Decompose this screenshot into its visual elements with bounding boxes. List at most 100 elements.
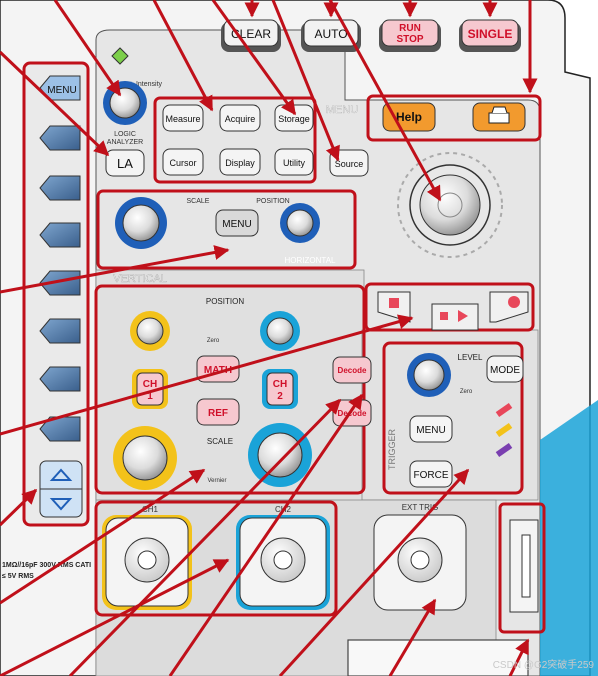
nav-play-pause-button[interactable] <box>431 303 479 331</box>
horizontal-section: SCALE POSITION MENU HORIZONTAL <box>96 189 357 270</box>
menu-caption: MENU <box>326 104 358 116</box>
horizontal-menu-button[interactable]: MENU <box>215 209 259 237</box>
auto-button[interactable]: AUTO <box>301 19 361 52</box>
softkey-group <box>39 125 81 442</box>
callout-arrow <box>53 0 122 97</box>
ch1-position-knob[interactable] <box>130 311 170 351</box>
vertical-title: VERTICAL <box>113 273 167 285</box>
utility-button[interactable]: Utility <box>274 148 314 176</box>
horizontal-menu-label: MENU <box>222 219 251 230</box>
chevron-down-icon[interactable] <box>49 498 73 511</box>
horizontal-position-label: POSITION <box>256 198 289 205</box>
callout-arrows <box>0 0 538 676</box>
horizontal-title: HORIZONTAL <box>285 256 337 265</box>
single-label: SINGLE <box>468 27 513 41</box>
trigger-force-button[interactable]: FORCE <box>409 460 453 488</box>
ch2-position-knob[interactable] <box>260 311 300 351</box>
measure-button[interactable]: Measure <box>162 104 204 132</box>
decode-1-button[interactable]: Decode <box>332 356 372 384</box>
horizontal-scale-knob[interactable] <box>115 197 167 249</box>
callout-arrow <box>0 468 206 605</box>
measure-label: Measure <box>165 114 200 124</box>
callout-arrow <box>211 0 297 116</box>
ch1-input-label: CH1 <box>142 505 159 514</box>
softkey-2[interactable] <box>39 175 81 201</box>
trigger-force-label: FORCE <box>414 470 449 481</box>
storage-label: Storage <box>278 114 310 124</box>
callout-arrow <box>328 0 442 202</box>
run-stop-label-2: STOP <box>396 34 423 45</box>
nav-forward-button[interactable] <box>489 291 529 323</box>
vernier-label: Vernier <box>207 478 226 484</box>
softkey-4[interactable] <box>39 270 81 296</box>
callout-arrow <box>271 0 340 162</box>
usb-host-port[interactable] <box>498 502 546 634</box>
help-print-group: Help <box>366 94 542 142</box>
softkey-1[interactable] <box>39 125 81 151</box>
menu-softkey-label: MENU <box>47 85 76 96</box>
callout-arrow <box>0 245 230 294</box>
cursor-button[interactable]: Cursor <box>162 148 204 176</box>
ch2-button[interactable]: CH 2 <box>262 369 298 409</box>
softkey-3[interactable] <box>39 222 81 248</box>
run-stop-button[interactable]: RUN STOP <box>379 19 441 52</box>
input-connectors: CH1 CH2 EXT TRIG 1MΩ//16pF 300V RMS CATI… <box>2 500 546 634</box>
decode-2-label: Decode <box>338 409 367 418</box>
rating-label-2: ≤ 5V RMS <box>2 573 34 580</box>
print-button[interactable] <box>472 102 526 132</box>
logic-diamond-icon <box>111 47 129 65</box>
ch2-scale-knob[interactable] <box>248 423 312 487</box>
ext-trig-label: EXT TRIG <box>402 503 439 512</box>
callout-arrow <box>0 488 38 527</box>
acquire-button[interactable]: Acquire <box>219 104 261 132</box>
ch1-scale-knob[interactable] <box>113 426 177 490</box>
intensity-knob[interactable] <box>103 81 147 125</box>
trigger-menu-label: MENU <box>416 425 445 436</box>
zero-label-1: Zero <box>207 338 220 344</box>
chevron-up-icon[interactable] <box>49 468 73 481</box>
storage-button[interactable]: Storage <box>274 104 314 132</box>
decode-1-label: Decode <box>338 366 367 375</box>
horizontal-position-knob[interactable] <box>280 203 320 243</box>
ch2-bnc-connector[interactable] <box>236 515 330 610</box>
callout-arrow <box>388 598 437 676</box>
trigger-level-knob[interactable] <box>407 353 451 397</box>
ch1-bnc-connector[interactable] <box>102 515 192 610</box>
display-button[interactable]: Display <box>219 148 261 176</box>
trigger-status-leds <box>495 402 513 458</box>
vertical-position-label: POSITION <box>206 297 244 306</box>
cursor-label: Cursor <box>169 158 196 168</box>
source-label: Source <box>335 159 364 169</box>
trigger-mode-button[interactable]: MODE <box>486 355 524 383</box>
trigger-menu-button[interactable]: MENU <box>409 415 453 443</box>
ref-label: REF <box>208 408 228 419</box>
callout-arrow <box>0 50 110 157</box>
softkey-column: MENU <box>22 61 90 527</box>
vertical-scale-label: SCALE <box>207 437 233 446</box>
ext-trig-bnc-connector[interactable] <box>373 514 467 611</box>
softkey-6[interactable] <box>39 366 81 392</box>
intensity-label: Intensity <box>136 81 163 88</box>
help-button[interactable]: Help <box>382 102 436 132</box>
math-label: MATH <box>204 365 232 376</box>
decode-2-button[interactable]: Decode <box>332 399 372 427</box>
run-stop-label-1: RUN <box>399 23 421 34</box>
la-label: LA <box>117 156 133 171</box>
ch1-label-2: 1 <box>147 391 153 402</box>
vertical-section: VERTICAL POSITION Zero CH 1 MATH REF <box>94 273 372 495</box>
callout-arrow <box>168 393 364 676</box>
callout-arrow <box>0 558 230 676</box>
callout-arrow <box>278 468 470 676</box>
watermark: CSDN @G2突破手259 <box>493 658 595 671</box>
function-keys: MENU Measure Acquire Storage Cursor Disp… <box>153 96 369 184</box>
trigger-zero-label: Zero <box>460 389 473 395</box>
horizontal-scale-label: SCALE <box>187 198 210 205</box>
softkey-5[interactable] <box>39 318 81 344</box>
acquire-label: Acquire <box>225 114 256 124</box>
ref-button[interactable]: REF <box>196 398 240 426</box>
utility-label: Utility <box>283 158 305 168</box>
display-label: Display <box>225 158 255 168</box>
la-button[interactable]: LA <box>105 149 145 177</box>
single-button[interactable]: SINGLE <box>459 19 521 52</box>
